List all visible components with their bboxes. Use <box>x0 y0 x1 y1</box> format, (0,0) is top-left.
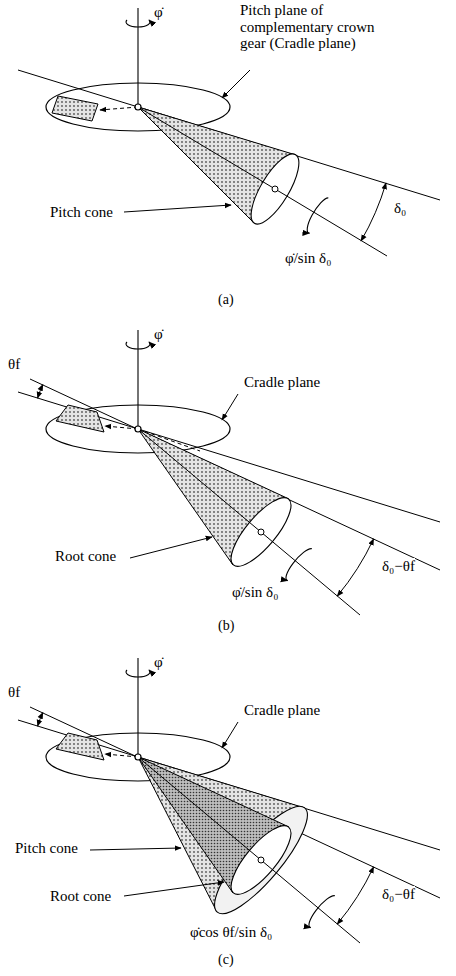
panel-label: (a) <box>218 292 234 307</box>
cone-base <box>222 489 300 574</box>
annotation-label: θf <box>8 684 20 701</box>
angle-arc <box>38 385 43 399</box>
leader-line <box>90 848 181 850</box>
tooth-profile <box>52 96 98 121</box>
dashed-line <box>105 426 138 429</box>
cone-axis <box>138 757 360 943</box>
cone-base <box>222 817 300 902</box>
annotation-label: φ̇cos θf/sin δ₀ <box>190 924 272 941</box>
cone-axis <box>138 429 360 615</box>
panel-c <box>18 658 440 943</box>
apex-point <box>135 754 141 760</box>
apex-point <box>135 104 141 110</box>
axis-point <box>272 186 278 192</box>
annotation-label: Pitch plane of complementary crown gear … <box>240 2 376 52</box>
apex-point <box>135 426 141 432</box>
axis-point <box>258 529 264 535</box>
annotation-label: δ₀−θf <box>382 558 415 575</box>
annotation-label: Root cone <box>50 888 111 905</box>
leader-line <box>222 722 238 748</box>
rotation-arrow <box>303 195 330 233</box>
annotation-label: Pitch cone <box>50 204 113 221</box>
leader-line <box>124 205 231 212</box>
leader-line <box>222 70 250 98</box>
annotation-label: Cradle plane <box>244 374 320 391</box>
angle-arc <box>38 713 43 727</box>
panel-label: (b) <box>218 618 234 633</box>
tooth-profile <box>56 405 104 432</box>
annotation-label: Root cone <box>55 548 116 565</box>
annotation-label: δ₀−θf <box>382 886 415 903</box>
panel-label: (c) <box>218 952 234 967</box>
cone-base <box>242 148 307 231</box>
panel-a <box>18 8 440 256</box>
tooth-profile <box>56 733 104 760</box>
annotation-label: φ̇ <box>154 326 163 343</box>
annotation-label: φ̇ <box>154 4 163 21</box>
root-line <box>30 379 440 570</box>
angle-arc <box>337 539 373 596</box>
annotation-label: φ̇/sin δ₀ <box>232 584 278 601</box>
rotation-arrow <box>305 892 336 927</box>
annotation-label: δ₀ <box>394 200 406 217</box>
leader-line <box>130 537 212 558</box>
leader-line <box>124 882 224 896</box>
leader-line <box>222 394 238 420</box>
annotation-label: θf <box>8 356 20 373</box>
cone-axis <box>138 107 387 256</box>
panel-b <box>18 330 440 615</box>
rotation-arrow <box>282 545 313 580</box>
annotation-label: Pitch cone <box>15 840 78 857</box>
annotation-label: Cradle plane <box>244 702 320 719</box>
angle-arc <box>361 183 386 241</box>
angle-arc <box>337 867 373 924</box>
annotation-label: φ̇/sin δ₀ <box>285 250 331 267</box>
axis-point <box>258 857 264 863</box>
dashed-line <box>100 107 138 110</box>
root-line <box>30 707 440 898</box>
annotation-label: φ̇ <box>154 654 163 671</box>
dashed-line <box>105 754 138 757</box>
